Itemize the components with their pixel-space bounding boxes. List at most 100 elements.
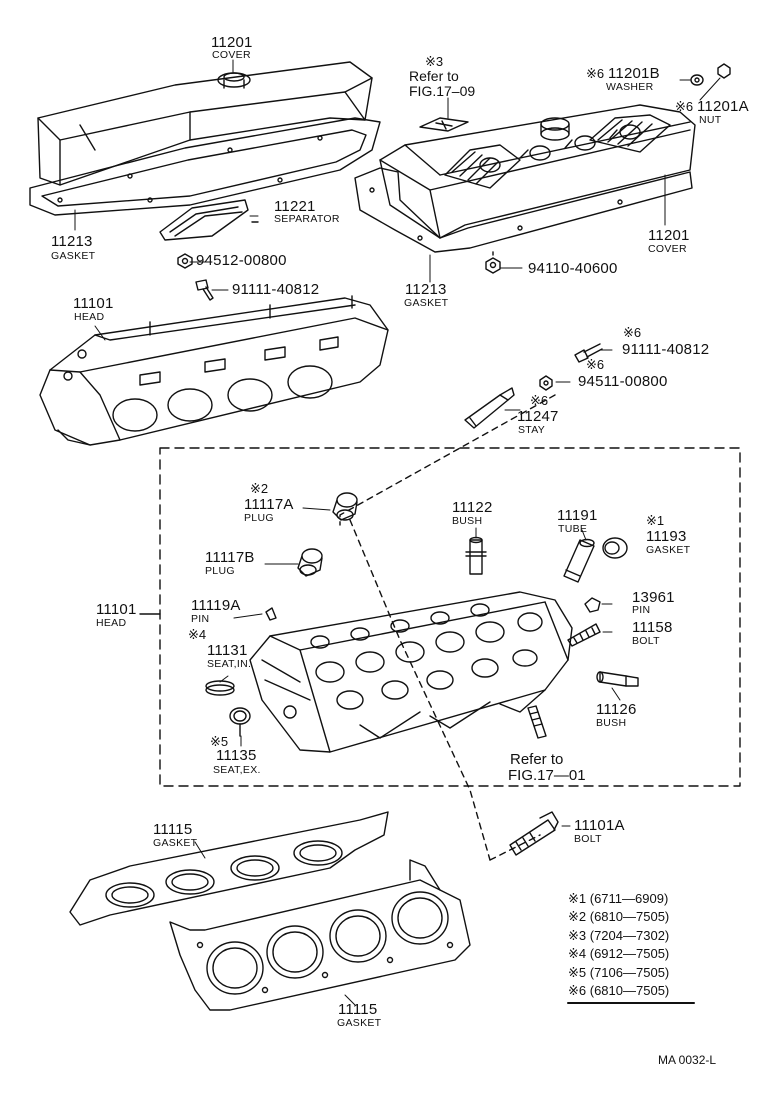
legend-row: ※1 (6711—6909) (568, 892, 668, 905)
label-cover-left-name: COVER (212, 49, 251, 61)
legend-range: (7106—7505) (589, 965, 670, 980)
label-bush-top-number: 11122 (452, 499, 493, 516)
legend-row: ※4 (6912—7505) (568, 947, 669, 960)
legend-row: ※5 (7106—7505) (568, 966, 669, 979)
dashed-line-bolt (349, 519, 491, 861)
legend-row: ※2 (6810—7505) (568, 910, 669, 923)
label-gasket-left-number: 11213 (51, 233, 93, 250)
legend-range: (6810—7505) (589, 983, 670, 998)
leader-lines (74, 59, 721, 1006)
label-pin-13961-number: 13961 (632, 589, 675, 606)
legend-mark: ※1 (568, 891, 587, 906)
label-nut-94511-mark: ※6 (586, 357, 605, 372)
bush-11122-drawing (465, 536, 487, 575)
legend-range: (6912—7505) (589, 946, 670, 961)
label-gasket-mid-number: 11213 (405, 281, 447, 298)
label-nut-94512: 94512-00800 (196, 252, 287, 269)
label-bolt-91111-left: 91111-40812 (232, 281, 320, 298)
label-bolt-11158-number: 11158 (632, 619, 673, 636)
label-plug-a-name: PLUG (244, 512, 274, 524)
label-tube-number: 11191 (557, 507, 598, 524)
legend-range: (6810—7505) (589, 909, 670, 924)
label-gasket-top-name: GASKET (153, 837, 198, 849)
label-head-top-name: HEAD (74, 311, 105, 323)
seat-ex-drawing (229, 707, 251, 737)
gasket-11193-drawing (602, 537, 628, 559)
legend-row: ※3 (7204—7302) (568, 929, 669, 942)
label-nut-94110: 94110-40600 (528, 260, 618, 277)
label-bolt-91111-right: 91111-40812 (622, 341, 710, 358)
gasket-mid-drawing (354, 167, 693, 253)
legend-range: (7204—7302) (589, 928, 670, 943)
label-gasket-bottom-number: 11115 (338, 1001, 378, 1018)
label-refer-top-line1: Refer to (409, 68, 459, 84)
separator-drawing (159, 199, 259, 241)
plug-11117b-drawing (297, 548, 323, 577)
legend-row: ※6 (6810—7505) (568, 984, 669, 997)
label-seat-ex-number: 11135 (216, 747, 257, 764)
refer-plate-drawing (419, 117, 469, 132)
label-nut-name: NUT (699, 114, 722, 126)
label-separator-name: SEPARATOR (274, 213, 340, 225)
label-plug-a-number: 11117A (244, 496, 294, 513)
label-head-top-number: 11101 (73, 295, 114, 312)
label-note3-mark: ※3 (425, 54, 444, 69)
label-bush-top-name: BUSH (452, 515, 483, 527)
bolt-11158-drawing (567, 623, 601, 647)
label-tube-name: TUBE (558, 523, 588, 535)
stud-drawing (527, 705, 547, 739)
label-pin-11119-number: 11119A (191, 597, 241, 614)
legend-range: (6711—6909) (589, 891, 669, 906)
label-washer-number: 11201B (608, 65, 660, 82)
label-gasket-1193-name: GASKET (646, 544, 691, 556)
pin-11119a-drawing (265, 607, 277, 621)
drawing-id: MA 0032-L (658, 1053, 717, 1067)
label-seat-ex-mark: ※5 (210, 734, 229, 749)
pin-13961-drawing (584, 597, 601, 613)
dashed-line-stay (339, 394, 556, 526)
label-bolt-11101a-name: BOLT (574, 833, 602, 845)
label-refer-bottom-line1: Refer to (510, 751, 564, 768)
assembly-box-outline (159, 447, 741, 787)
label-nut-94511: 94511-00800 (578, 373, 668, 390)
dashed-line-bolt-end (489, 834, 541, 861)
label-pin-13961-name: PIN (632, 604, 651, 616)
gasket-left-drawing (29, 117, 381, 216)
label-gasket-left-name: GASKET (51, 250, 96, 262)
head-gasket-bottom-drawing (169, 859, 471, 1011)
label-cover-right-number: 11201 (648, 227, 690, 244)
label-head-box-name: HEAD (96, 617, 127, 629)
legend-mark: ※5 (568, 965, 587, 980)
valve-cover-right-drawing (379, 104, 696, 239)
bolt-91111-left-drawing (195, 279, 214, 301)
label-pin-11119-name: PIN (191, 613, 210, 625)
washer-drawing (690, 74, 704, 86)
label-nut-number: 11201A (697, 98, 749, 115)
nut-94110-drawing (485, 251, 501, 274)
label-bush-11126-number: 11126 (596, 701, 637, 718)
label-washer-mark: ※6 (586, 66, 605, 81)
label-separator-number: 11221 (274, 198, 316, 215)
head-bolt-drawing (509, 811, 559, 856)
label-head-box-number: 11101 (96, 601, 137, 618)
label-bolt-11158-name: BOLT (632, 635, 660, 647)
bolt-91111-right-drawing (574, 343, 603, 363)
label-gasket-1193-mark: ※1 (646, 513, 665, 528)
seat-in-drawing (205, 680, 235, 696)
label-seat-in-number: 11131 (207, 642, 248, 659)
label-bolt-11101a-number: 11101A (574, 817, 625, 834)
label-refer-top-line2: FIG.17–09 (409, 83, 476, 99)
label-stay-mark: ※6 (530, 393, 549, 408)
label-seat-ex-name: SEAT,EX. (213, 764, 261, 776)
tube-drawing (563, 538, 595, 583)
label-seat-in-mark: ※4 (188, 627, 207, 642)
label-gasket-mid-name: GASKET (404, 297, 449, 309)
legend-mark: ※2 (568, 909, 587, 924)
label-seat-in-name: SEAT,IN. (207, 658, 252, 670)
label-gasket-top-number: 11115 (153, 821, 193, 838)
label-washer-name: WASHER (606, 81, 654, 93)
label-cover-right-name: COVER (648, 243, 687, 255)
legend-mark: ※3 (568, 928, 587, 943)
